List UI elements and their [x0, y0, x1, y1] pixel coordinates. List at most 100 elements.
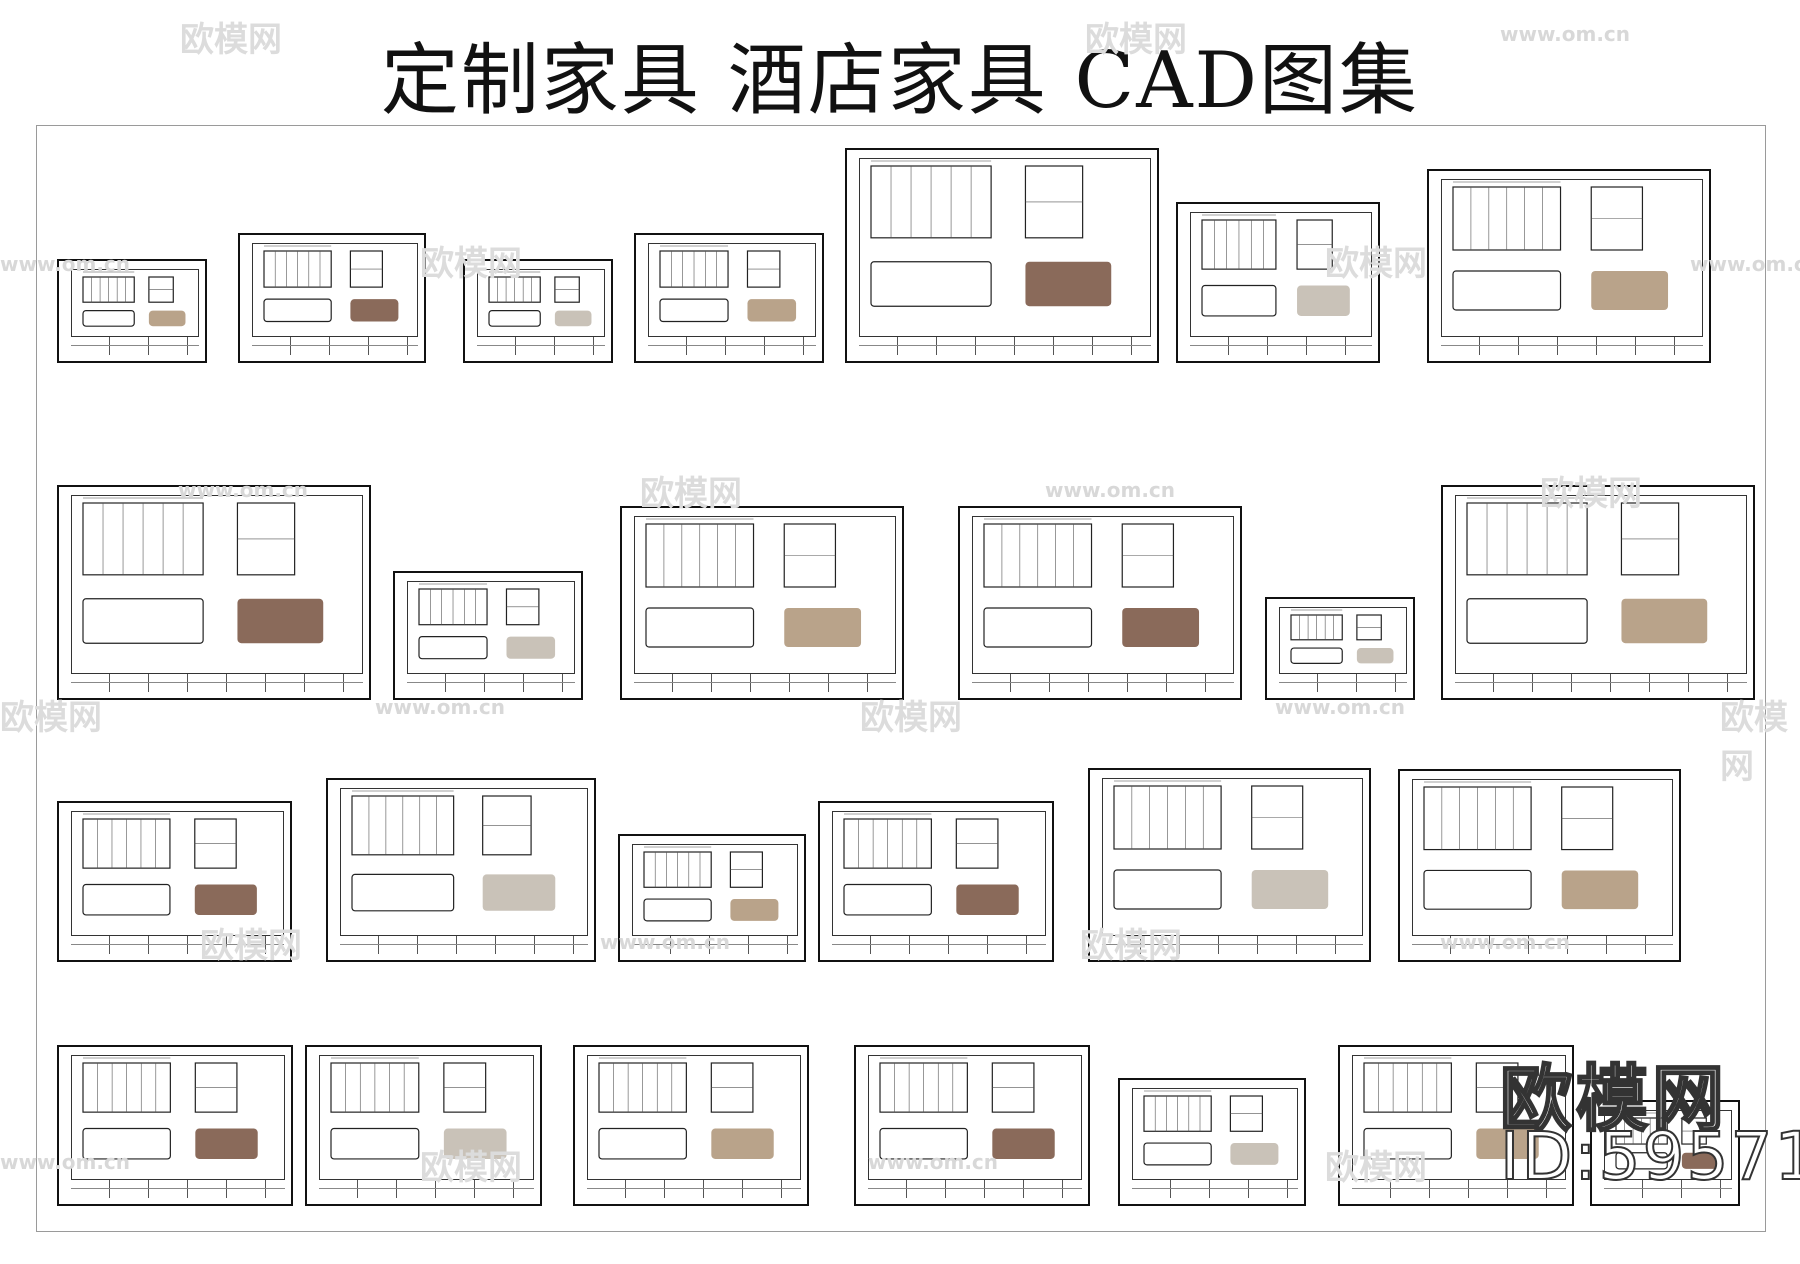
furniture-render	[1025, 261, 1112, 307]
furniture-render	[1230, 1143, 1279, 1165]
cad-sheet[interactable]	[620, 506, 904, 700]
cad-sheet[interactable]	[1176, 202, 1380, 363]
cad-drawing	[82, 1057, 258, 1160]
cad-sheet[interactable]	[845, 148, 1159, 363]
cad-drawing	[879, 1057, 1055, 1160]
plan-view	[983, 607, 1093, 648]
title-block	[1132, 1179, 1298, 1198]
furniture-render	[747, 299, 797, 322]
cad-sheet[interactable]	[1338, 1045, 1574, 1206]
cad-sheet[interactable]	[463, 259, 613, 363]
title-block	[1190, 336, 1372, 355]
cad-sheet[interactable]	[1590, 1100, 1740, 1206]
title-block	[648, 336, 816, 355]
cad-sheet[interactable]	[1088, 768, 1371, 962]
cad-drawing	[1452, 181, 1669, 311]
cad-drawing	[643, 846, 779, 922]
furniture-render	[730, 899, 779, 921]
plan-view	[1466, 598, 1588, 644]
plan-view	[598, 1127, 687, 1160]
plan-view	[82, 883, 171, 916]
furniture-render	[195, 1128, 258, 1159]
cad-drawing	[1143, 1090, 1279, 1166]
title-block	[972, 673, 1234, 692]
plan-view	[82, 1127, 171, 1160]
cad-drawing	[598, 1057, 774, 1160]
title-block	[340, 935, 588, 954]
cad-drawing	[870, 160, 1112, 307]
title-block	[319, 1179, 534, 1198]
title-block	[832, 935, 1046, 954]
cad-drawing	[351, 790, 556, 912]
furniture-render	[956, 884, 1019, 915]
cad-drawing	[843, 813, 1019, 916]
cad-sheet[interactable]	[305, 1045, 542, 1206]
title-block	[71, 673, 363, 692]
side-view	[1024, 165, 1084, 239]
title-block	[1455, 673, 1747, 692]
title-block	[1102, 935, 1363, 954]
title-block	[252, 336, 418, 355]
furniture-render	[554, 310, 592, 327]
furniture-render	[506, 636, 556, 659]
furniture-render	[1561, 870, 1639, 910]
cad-sheet[interactable]	[57, 801, 292, 962]
title-block	[1352, 1179, 1566, 1198]
plan-view	[82, 309, 135, 327]
plan-view	[330, 1127, 420, 1160]
side-view	[1620, 502, 1680, 576]
cad-drawing	[82, 271, 186, 327]
cad-drawing	[263, 245, 399, 323]
title-block	[859, 336, 1151, 355]
plan-view	[645, 607, 755, 648]
cad-drawing	[82, 497, 324, 644]
cad-sheet[interactable]	[326, 778, 596, 962]
title-block	[632, 935, 798, 954]
title-block	[71, 1179, 285, 1198]
plan-view	[1201, 284, 1277, 317]
cad-sheet[interactable]	[854, 1045, 1090, 1206]
cad-sheet[interactable]	[1427, 169, 1711, 363]
cad-sheet[interactable]	[393, 571, 583, 700]
title-block	[1441, 336, 1703, 355]
cad-sheet[interactable]	[634, 233, 824, 363]
furniture-render	[1122, 608, 1200, 647]
furniture-render	[711, 1128, 774, 1159]
cad-sheet[interactable]	[818, 801, 1054, 962]
plan-view	[488, 309, 541, 327]
cad-drawing	[1363, 1057, 1539, 1160]
cad-drawing	[983, 518, 1200, 648]
plan-view	[659, 298, 729, 323]
cad-sheet[interactable]	[958, 506, 1242, 700]
plan-view	[879, 1127, 968, 1160]
furniture-render	[1591, 271, 1669, 310]
furniture-render	[1356, 648, 1394, 664]
plan-view	[418, 635, 488, 660]
furniture-render	[350, 299, 399, 322]
cad-drawing	[1290, 609, 1394, 664]
plan-view	[1615, 1152, 1668, 1170]
drawing-canvas	[36, 125, 1766, 1232]
cad-sheet[interactable]	[1441, 485, 1755, 700]
cad-sheet[interactable]	[1118, 1078, 1306, 1206]
title-block	[71, 935, 284, 954]
title-block	[1279, 673, 1407, 692]
cad-sheet[interactable]	[1398, 769, 1681, 962]
cad-drawing	[418, 583, 556, 660]
cad-sheet[interactable]	[238, 233, 426, 363]
title-block	[868, 1179, 1082, 1198]
cad-sheet[interactable]	[618, 834, 806, 962]
furniture-render	[1621, 598, 1708, 644]
cad-sheet[interactable]	[57, 485, 371, 700]
plan-view	[870, 261, 992, 307]
plan-view	[351, 873, 455, 912]
cad-sheet[interactable]	[573, 1045, 809, 1206]
cad-sheet[interactable]	[1265, 597, 1415, 700]
furniture-render	[194, 884, 257, 915]
brand-logo: 欧模网	[1499, 1056, 1729, 1143]
furniture-render	[443, 1128, 507, 1159]
plan-view	[263, 298, 332, 323]
cad-sheet[interactable]	[57, 259, 207, 363]
plan-view	[1290, 647, 1343, 664]
cad-sheet[interactable]	[57, 1045, 293, 1206]
